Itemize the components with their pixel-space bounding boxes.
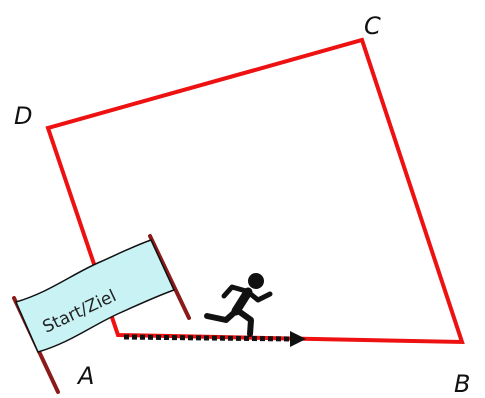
direction-arrow [123,331,306,347]
vertex-label-d: D [14,102,32,130]
track-quadrilateral [45,37,465,345]
runner-icon [204,273,273,337]
banner-cloth [14,239,176,353]
vertex-label-b: B [454,370,470,398]
start-finish-banner: Start/Ziel [12,234,191,394]
vertex-label-a: A [76,362,94,390]
banner-pole-right [148,234,191,320]
arrowhead-icon [290,331,306,347]
vertex-label-c: C [364,12,381,40]
